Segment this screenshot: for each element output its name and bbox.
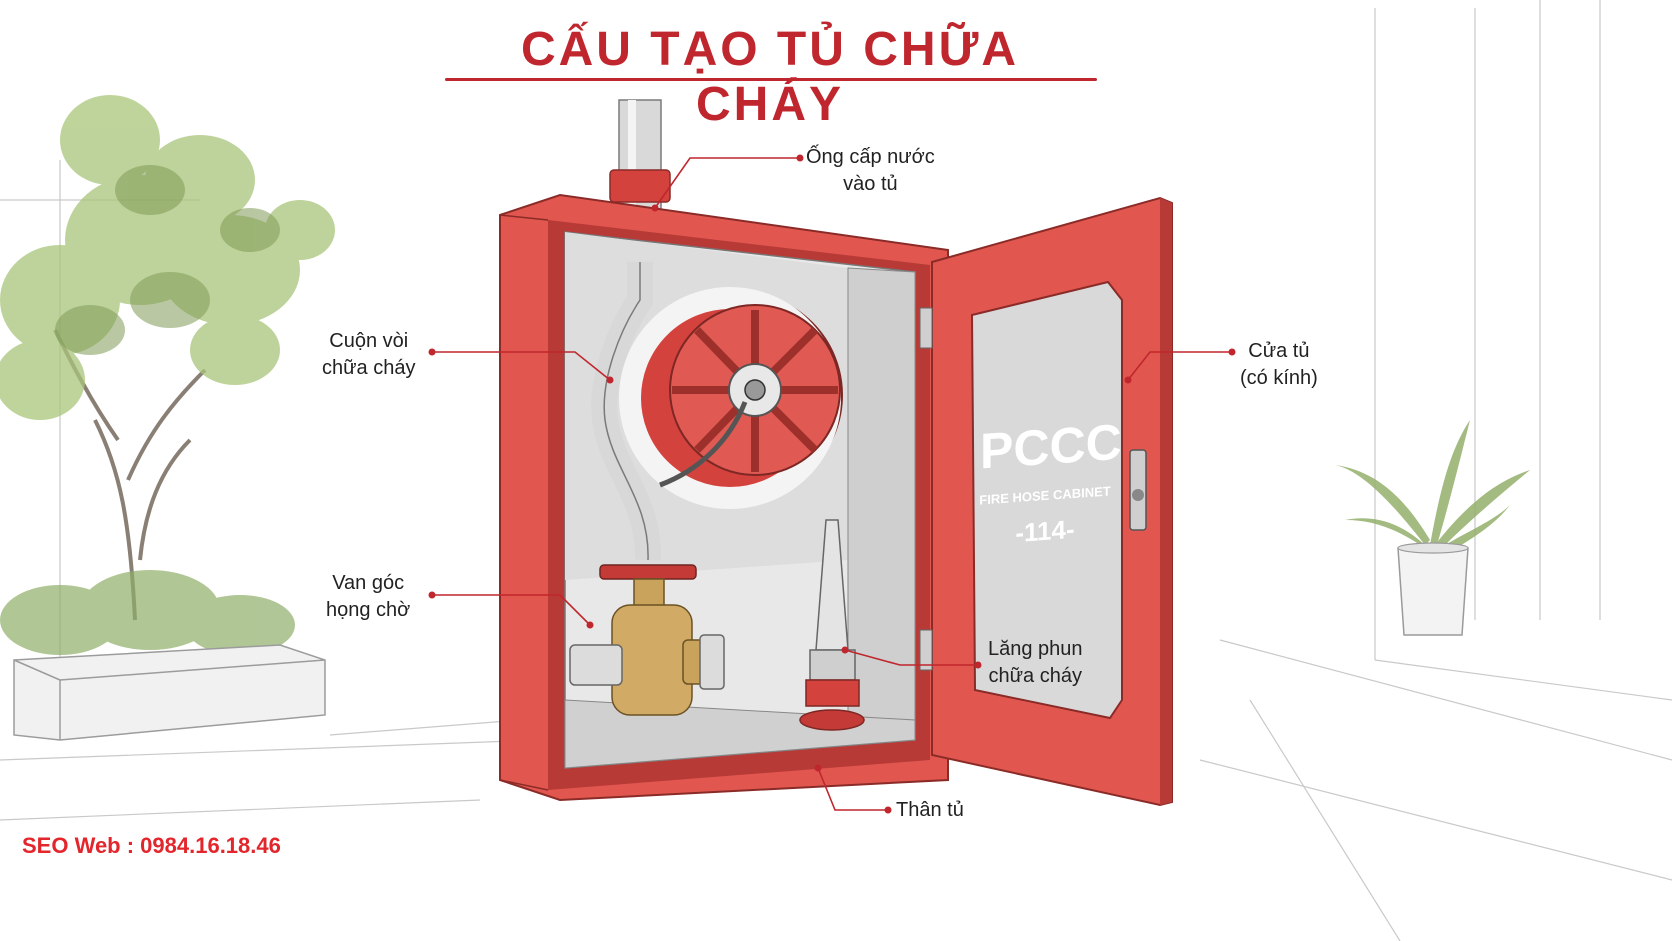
leader-dots — [428, 154, 1236, 814]
label-door: Cửa tủ (có kính) — [1240, 338, 1318, 392]
nozzle-illustration — [799, 519, 865, 731]
label-hose-reel: Cuộn vòi chữa cháy — [322, 328, 415, 382]
label-body-line1: Thân tủ — [896, 799, 964, 821]
label-supply-pipe-line2: vào tủ — [843, 173, 898, 195]
cabinet-door-illustration — [919, 196, 1173, 807]
title-underline — [445, 78, 1097, 81]
label-nozzle-line2: chữa cháy — [988, 665, 1082, 687]
label-hose-reel-line1: Cuộn vòi — [329, 330, 409, 352]
door-brand-text: PCCC — [980, 413, 1122, 480]
label-supply-pipe-line1: Ống cấp nước — [806, 146, 935, 168]
angle-valve-illustration — [569, 564, 725, 716]
label-body: Thân tủ — [896, 797, 964, 824]
label-valve: Van góc họng chờ — [326, 570, 410, 624]
label-door-line1: Cửa tủ — [1248, 340, 1310, 362]
hose-reel-illustration — [619, 287, 843, 509]
planter-sketch-icon — [0, 570, 326, 741]
label-valve-line1: Van góc — [332, 572, 405, 594]
leader-lines — [432, 157, 1232, 811]
label-nozzle: Lăng phun chữa cháy — [988, 636, 1083, 690]
label-door-line2: (có kính) — [1240, 367, 1318, 389]
label-hose-reel-line2: chữa cháy — [322, 357, 416, 379]
footer-contact: SEO Web : 0984.16.18.46 — [22, 833, 281, 858]
potted-plant-sketch-icon — [1335, 420, 1530, 636]
tree-sketch-icon — [0, 95, 335, 621]
diagram-title: CẤU TẠO TỦ CHỮA CHÁY — [520, 23, 1020, 131]
label-valve-line2: họng chờ — [326, 599, 411, 621]
label-supply-pipe: Ống cấp nước vào tủ — [806, 144, 935, 198]
label-nozzle-line1: Lăng phun — [988, 638, 1083, 660]
